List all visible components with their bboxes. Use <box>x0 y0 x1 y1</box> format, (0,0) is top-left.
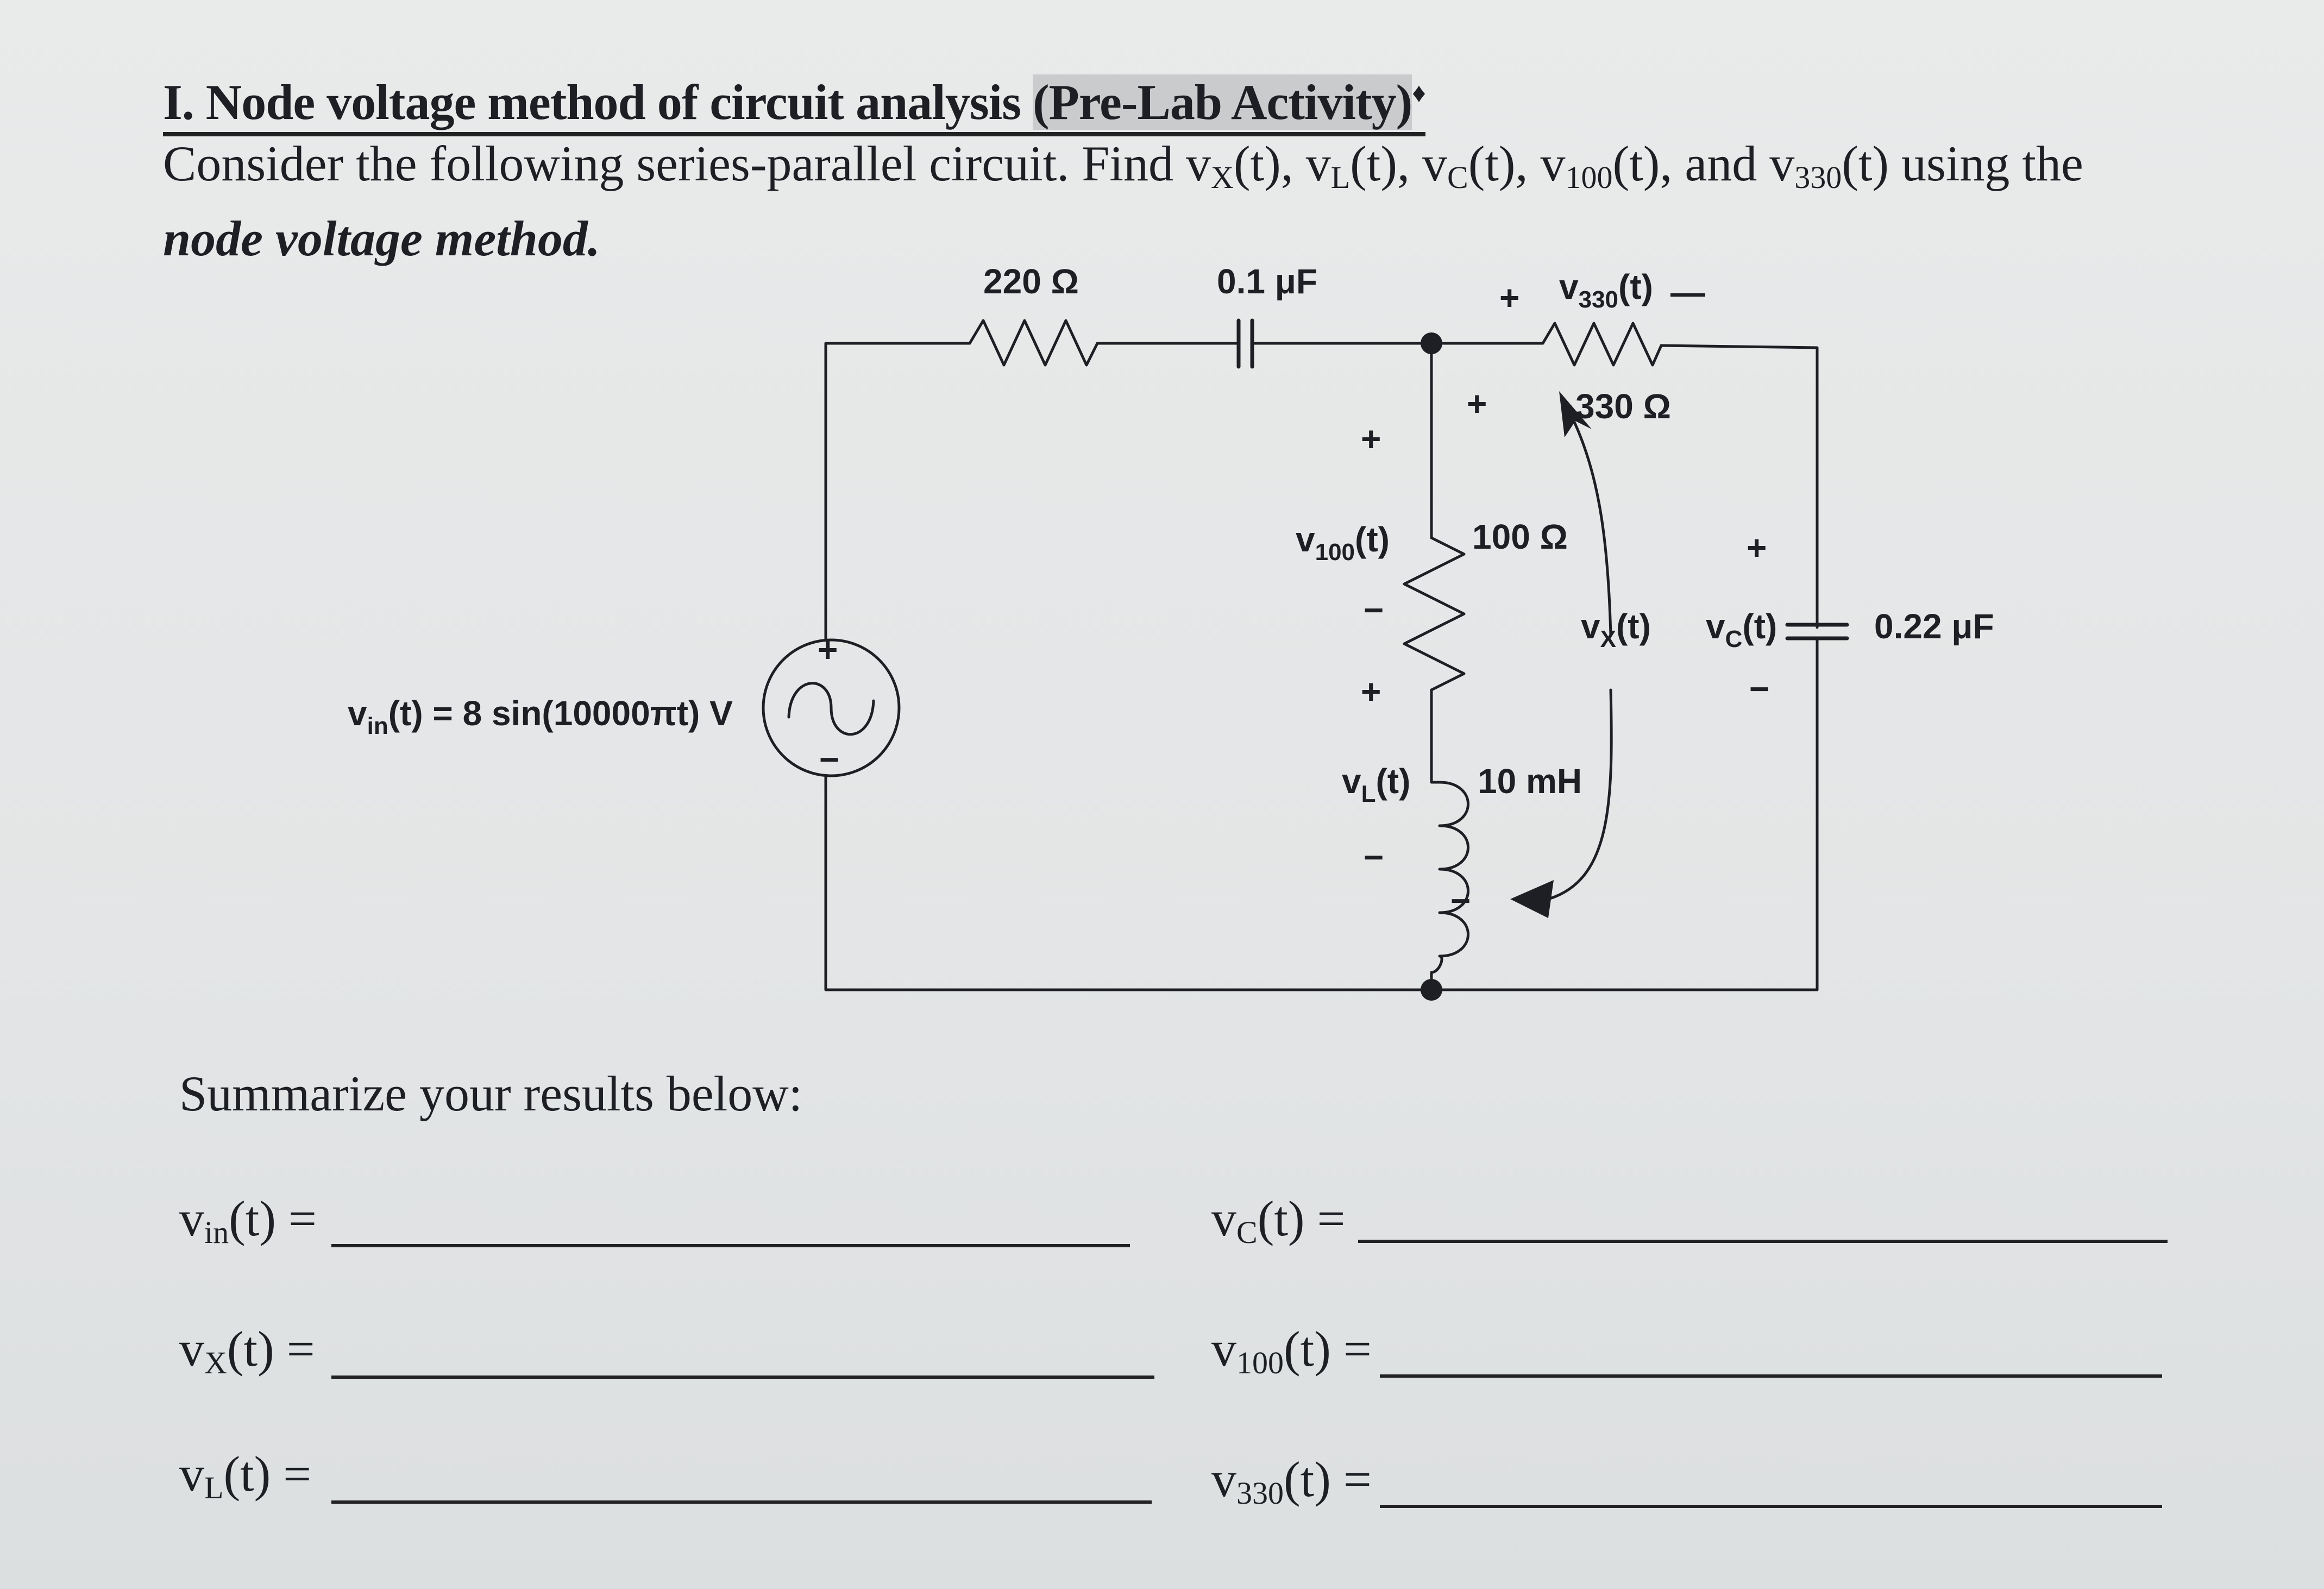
r100-label: 100 Ω <box>1472 517 1568 556</box>
vx-label: vX(t) <box>1581 607 1651 652</box>
answer-label-vx: vX(t) = <box>179 1321 315 1380</box>
ac-source-icon <box>762 638 901 777</box>
node-top-icon <box>1421 332 1442 354</box>
capacitor-01uF-icon <box>1236 318 1254 369</box>
v100-minus-sign: − <box>1364 591 1384 630</box>
section-title-main: I. Node voltage method of circuit analys… <box>163 74 1033 130</box>
answer-label-v100: v100(t) = <box>1211 1321 1372 1380</box>
section-title: I. Node voltage method of circuit analys… <box>163 73 1426 136</box>
answer-label-v330: v330(t) = <box>1211 1452 1372 1511</box>
var-vx: vX(t), <box>1186 136 1306 195</box>
vx-arrowhead-bottom-icon <box>1510 880 1554 918</box>
resistor-330-icon <box>1541 322 1663 367</box>
answer-field-v100[interactable] <box>1380 1374 2162 1378</box>
node-bottom-icon <box>1421 979 1442 1001</box>
answer-label-vc: vC(t) = <box>1211 1191 1346 1250</box>
v100-plus-sign: + <box>1361 419 1381 459</box>
svg-text:+: + <box>1499 278 1519 317</box>
var-v100: v100(t), and <box>1540 136 1770 195</box>
vx-plus-sign: + <box>1467 384 1487 423</box>
answer-field-v330[interactable] <box>1380 1505 2162 1508</box>
l-label: 10 mH <box>1478 762 1582 801</box>
wire-top-far-right <box>1660 344 1819 629</box>
v330-label: + v330(t) — <box>1499 267 1705 317</box>
resistor-100-icon <box>1403 536 1466 692</box>
vx-minus-sign: − <box>1450 881 1471 920</box>
vx-arrowhead-top-icon <box>1559 391 1592 437</box>
answer-field-vl[interactable] <box>331 1500 1152 1504</box>
intro-line-1: Consider the following series-parallel c… <box>163 136 2083 195</box>
source-plus-sign: + <box>818 630 838 669</box>
var-vc: vC(t), <box>1422 136 1541 195</box>
v100-label: v100(t) <box>1296 520 1390 566</box>
var-v330: v330(t) using the <box>1769 136 2083 195</box>
svg-text:v330(t): v330(t) <box>1559 267 1653 313</box>
resistor-220-icon <box>968 319 1099 367</box>
intro-line-2: node voltage method. <box>163 211 600 266</box>
svg-text:—: — <box>1670 273 1705 312</box>
answer-label-vl: vL(t) = <box>179 1446 312 1505</box>
wire-left <box>824 342 1819 991</box>
summary-heading: Summarize your results below: <box>179 1066 803 1121</box>
r330-label: 330 Ω <box>1575 387 1671 426</box>
vc-label: vC(t) <box>1706 607 1777 652</box>
answer-field-vc[interactable] <box>1358 1240 2168 1243</box>
vc-minus-sign: − <box>1749 669 1769 708</box>
sine-wave-icon <box>787 682 875 736</box>
c01-label: 0.1 μF <box>1217 262 1317 301</box>
vl-label: vL(t) <box>1342 762 1410 807</box>
source-label: vin(t) = 8 sin(10000πt) V <box>348 694 733 739</box>
section-title-highlight: (Pre-Lab Activity) <box>1033 74 1412 130</box>
diamond-mark-icon: ♦ <box>1412 77 1425 108</box>
source-minus-sign: − <box>819 740 839 779</box>
intro-paragraph: Consider the following series-parallel c… <box>163 133 2083 269</box>
vc-plus-sign: + <box>1747 528 1767 567</box>
vx-arrow-icon <box>1547 411 1613 901</box>
answer-field-vx[interactable] <box>331 1376 1154 1379</box>
vl-minus-sign: − <box>1364 838 1384 877</box>
var-vl: vL(t), <box>1305 136 1423 195</box>
c022-label: 0.22 μF <box>1874 607 1994 646</box>
r220-label: 220 Ω <box>983 262 1079 301</box>
answer-label-vin: vin(t) = <box>179 1191 317 1250</box>
inductor-10mH-icon <box>1430 781 1469 974</box>
answer-field-vin[interactable] <box>331 1244 1130 1247</box>
wire-mid-between <box>1430 688 1441 784</box>
vl-plus-sign: + <box>1361 672 1381 711</box>
